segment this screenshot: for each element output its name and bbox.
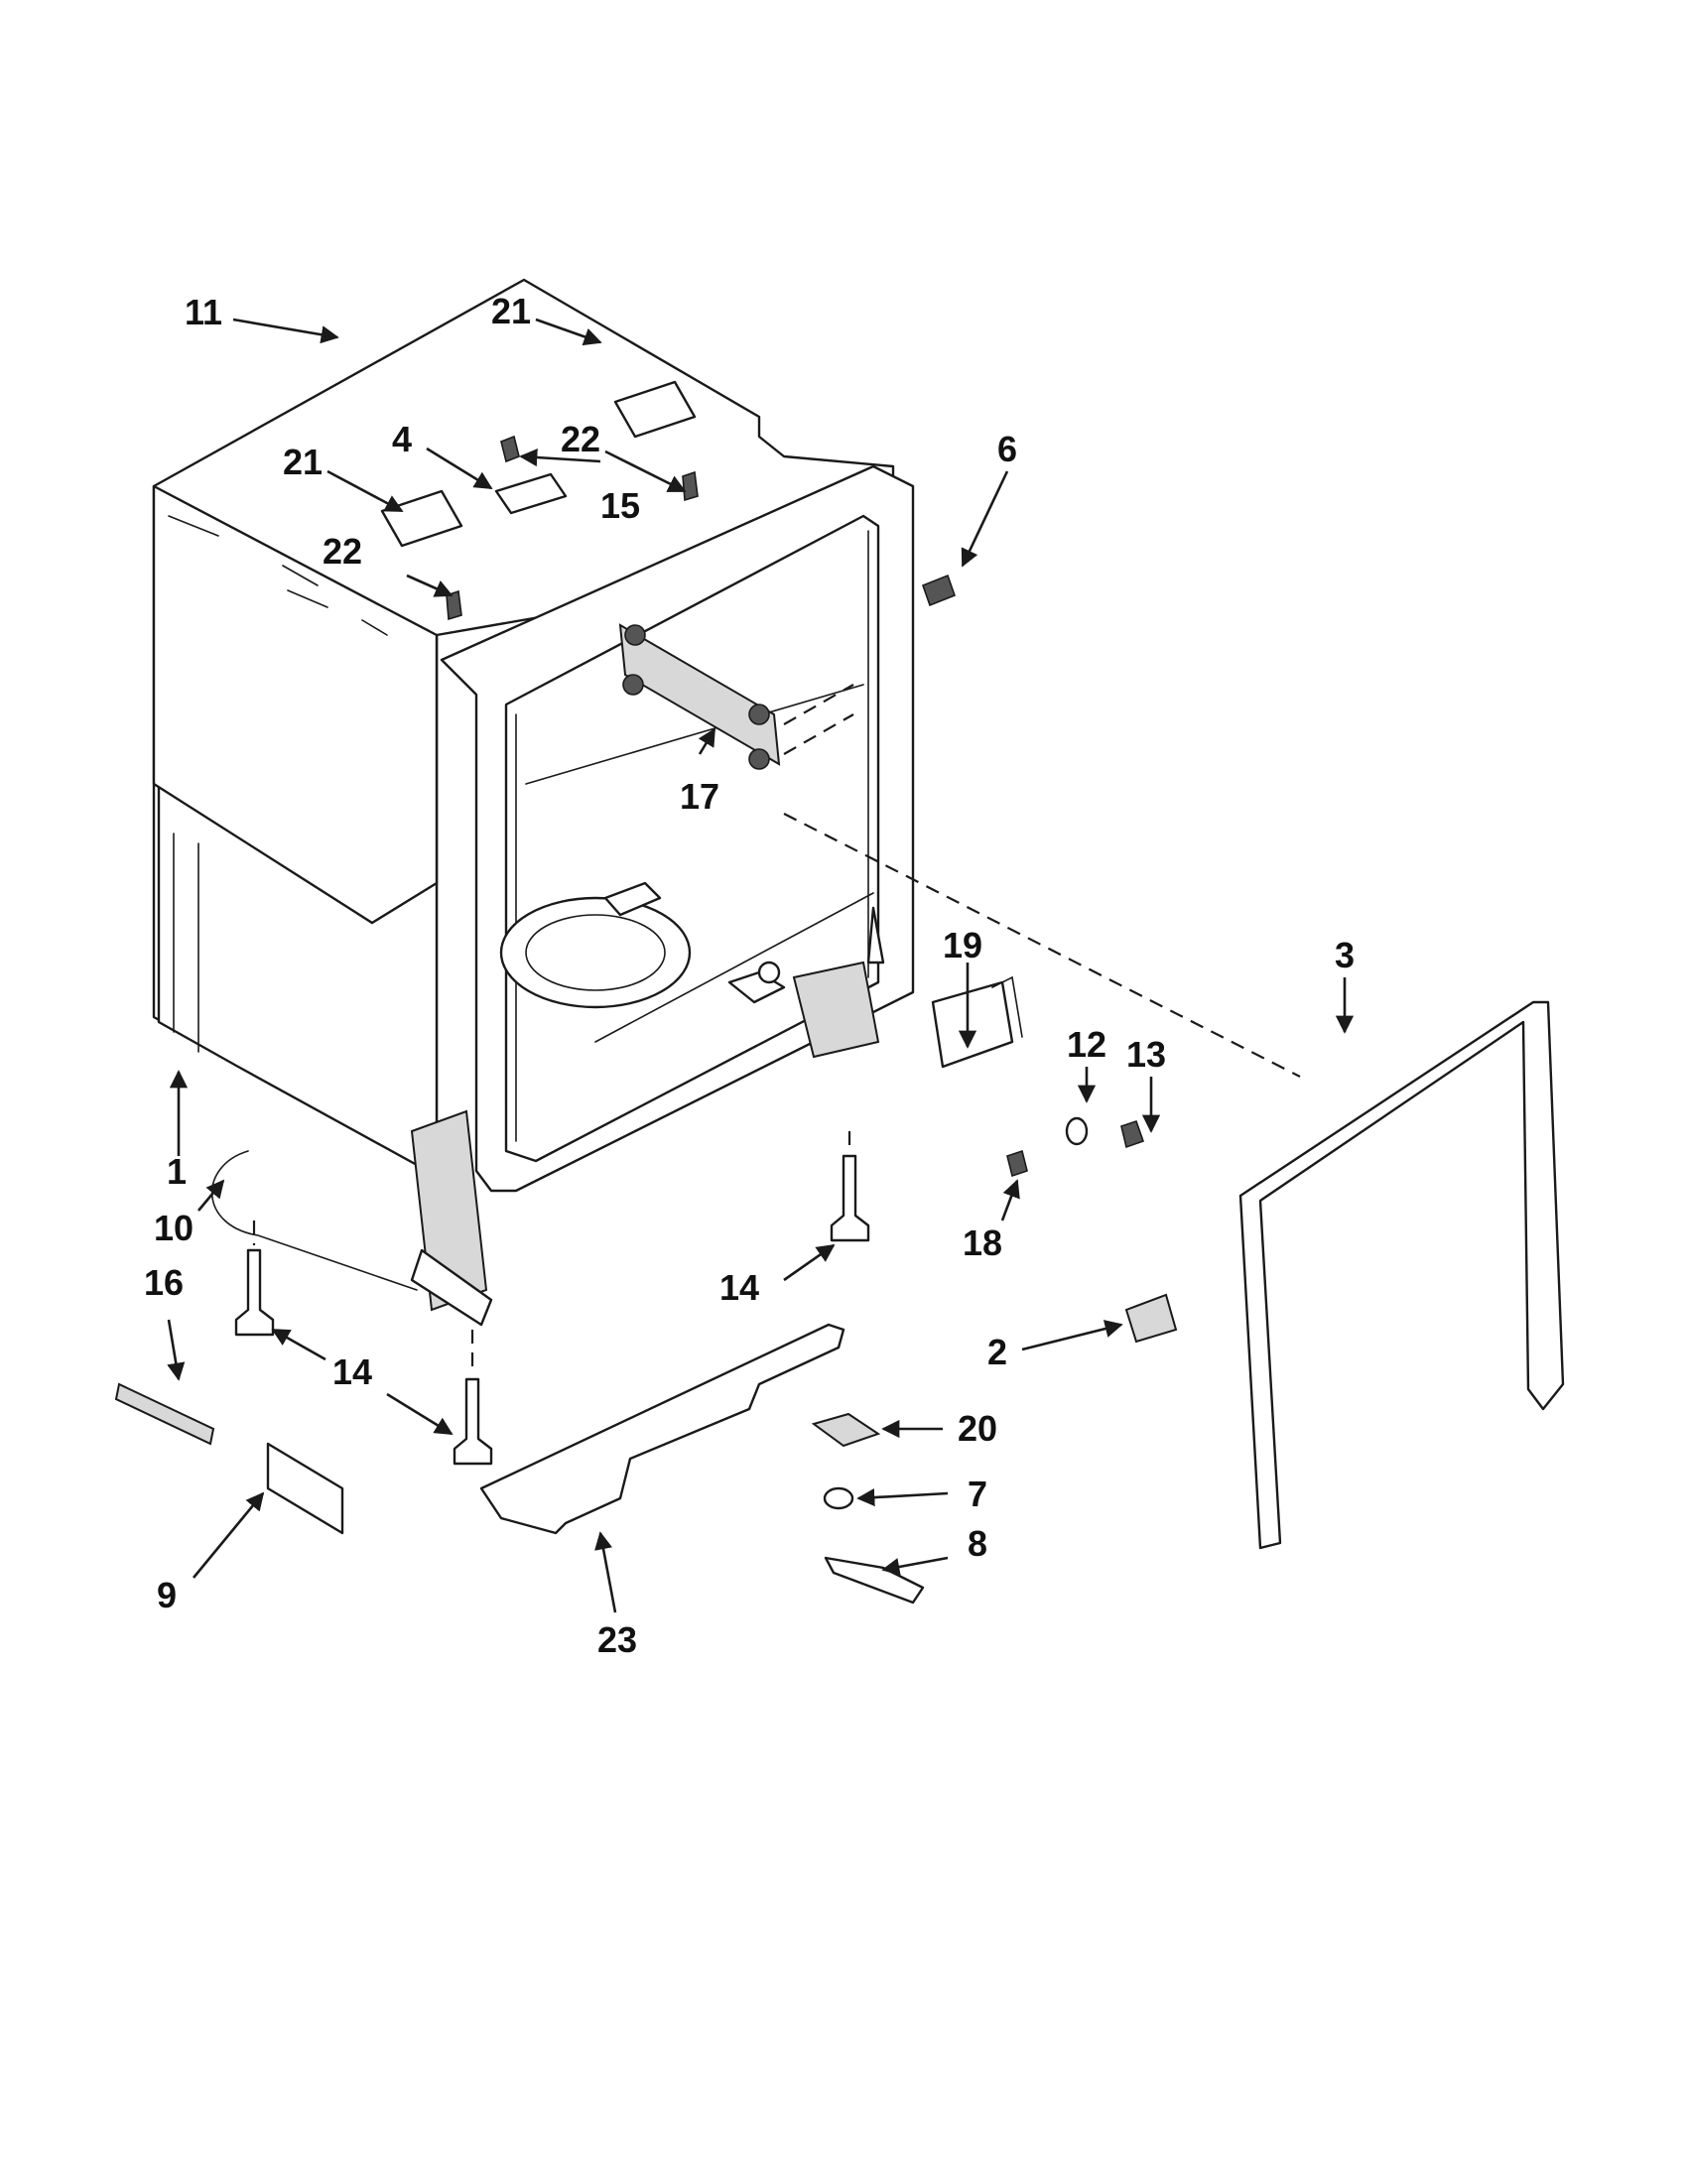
toe-plate: [479, 1323, 845, 1535]
small-parts: [114, 380, 1178, 1605]
door-gasket: [1238, 1000, 1565, 1550]
callout-3: 3: [1335, 935, 1355, 975]
tub-assembly: [152, 278, 895, 1178]
callout-14a: 14: [719, 1267, 759, 1308]
door-frame: [440, 464, 915, 1193]
callout-14b: 14: [332, 1351, 372, 1392]
callout-21a: 21: [491, 291, 531, 331]
callout-7: 6: [997, 429, 1017, 469]
callout-16: 16: [144, 1262, 184, 1303]
callout-22a: 22: [561, 419, 600, 459]
callout-19: 19: [943, 925, 982, 965]
leader-lines: [167, 318, 1355, 1613]
callout-22b: 22: [323, 531, 362, 572]
callout-4: 4: [392, 419, 412, 459]
callout-23: 23: [597, 1619, 637, 1660]
callout-9: 9: [157, 1575, 177, 1615]
callout-15: 15: [600, 485, 640, 526]
callout-2: 2: [987, 1332, 1007, 1372]
callout-13: 13: [1126, 1034, 1166, 1075]
callout-18: 18: [963, 1222, 1002, 1263]
leveling-legs: [234, 1131, 870, 1466]
callout-20: 20: [958, 1408, 997, 1449]
callout-11: 11: [185, 292, 222, 332]
callout-10: 10: [154, 1208, 194, 1248]
rack-adjuster: [618, 623, 1301, 1078]
callout-8: 8: [968, 1523, 987, 1564]
callout-12: 12: [1067, 1024, 1106, 1065]
hinge-left: [410, 1109, 493, 1327]
callout-1: 1: [167, 1151, 187, 1192]
callout-6: 7: [968, 1474, 987, 1514]
callout-21b: 21: [283, 442, 323, 482]
hinge-right: [792, 961, 880, 1059]
callout-17: 17: [680, 776, 719, 817]
callout-labels: 11 21 4 22 21 15 6 22 17 19 3 12 13 1 10…: [144, 291, 1355, 1660]
